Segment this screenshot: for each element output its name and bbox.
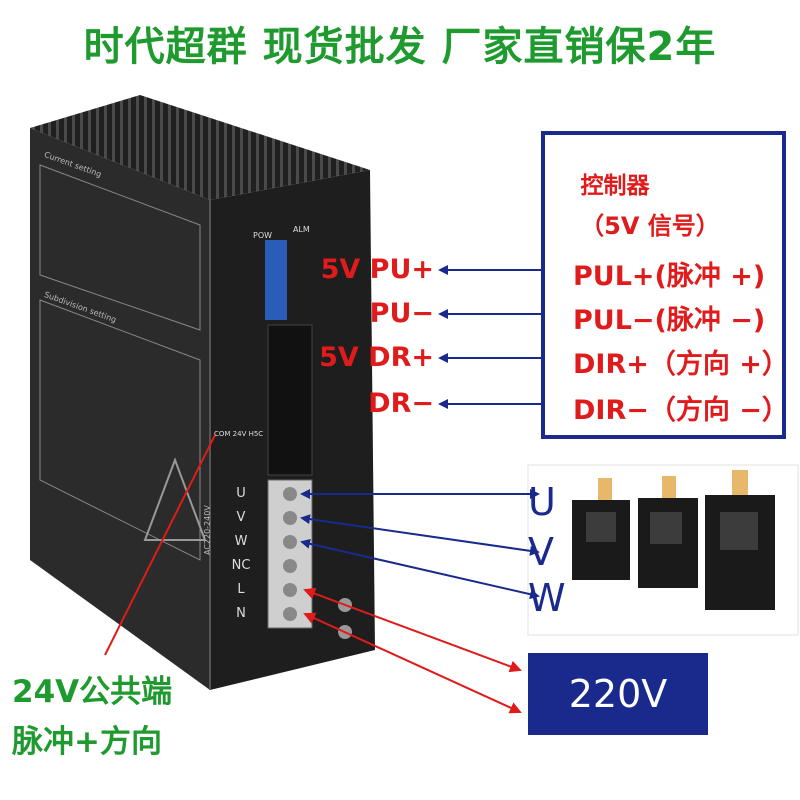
controller-box (541, 131, 786, 439)
servo-motors (527, 464, 799, 636)
signal-driver-pu-plus: 5V PU+ (320, 254, 434, 285)
terminal-n: N (236, 606, 246, 621)
headline: 时代超群 现货批发 厂家直销保2年 (83, 24, 717, 70)
phase-u-label: U (528, 480, 556, 524)
signal-terminal-block (267, 324, 313, 476)
signal-controller-pul-plus: PUL+(脉冲 +) (573, 261, 766, 292)
signal-controller-dir-plus: DIR+（方向 +） (573, 349, 789, 380)
terminal-nc: NC (231, 558, 251, 573)
phase-v-label: V (528, 530, 554, 574)
pow-label: POW (253, 231, 273, 240)
heatsink-top (30, 95, 370, 200)
alm-label: ALM (293, 225, 310, 234)
common-pointer-line (104, 434, 216, 656)
driver-side-face (30, 128, 210, 690)
common-label-line2: 脉冲+方向 (12, 724, 162, 760)
terminal-labels: U V W NC L N (224, 482, 258, 626)
signal-controller-dir-minus: DIR−（方向 −） (573, 395, 789, 426)
signal-driver-dr-plus: 5V DR+ (319, 342, 434, 373)
terminal-v: V (236, 510, 246, 525)
ac-range-label: AC220-240V (203, 505, 212, 555)
terminal-w: W (234, 534, 248, 549)
common-label-line1: 24V公共端 (12, 674, 173, 710)
com-label: COM 24V H5C (214, 430, 264, 438)
phase-w-label: W (528, 576, 566, 620)
signal-driver-pu-minus: PU− (369, 298, 434, 329)
phase-arrows (300, 489, 540, 600)
power-arrows (303, 587, 522, 714)
controller-title: 控制器 (580, 173, 650, 199)
signal-driver-dr-minus: DR− (368, 388, 434, 419)
signal-controller-pul-minus: PUL−(脉冲 −) (573, 305, 766, 336)
power-terminal-block (267, 479, 313, 629)
power-220v-box: 220V (528, 653, 708, 735)
controller-subtitle: （5V 信号） (580, 212, 720, 240)
terminal-u: U (236, 486, 246, 501)
dip-switch (265, 240, 287, 320)
stepper-driver (30, 95, 375, 690)
terminal-l: L (237, 582, 245, 597)
